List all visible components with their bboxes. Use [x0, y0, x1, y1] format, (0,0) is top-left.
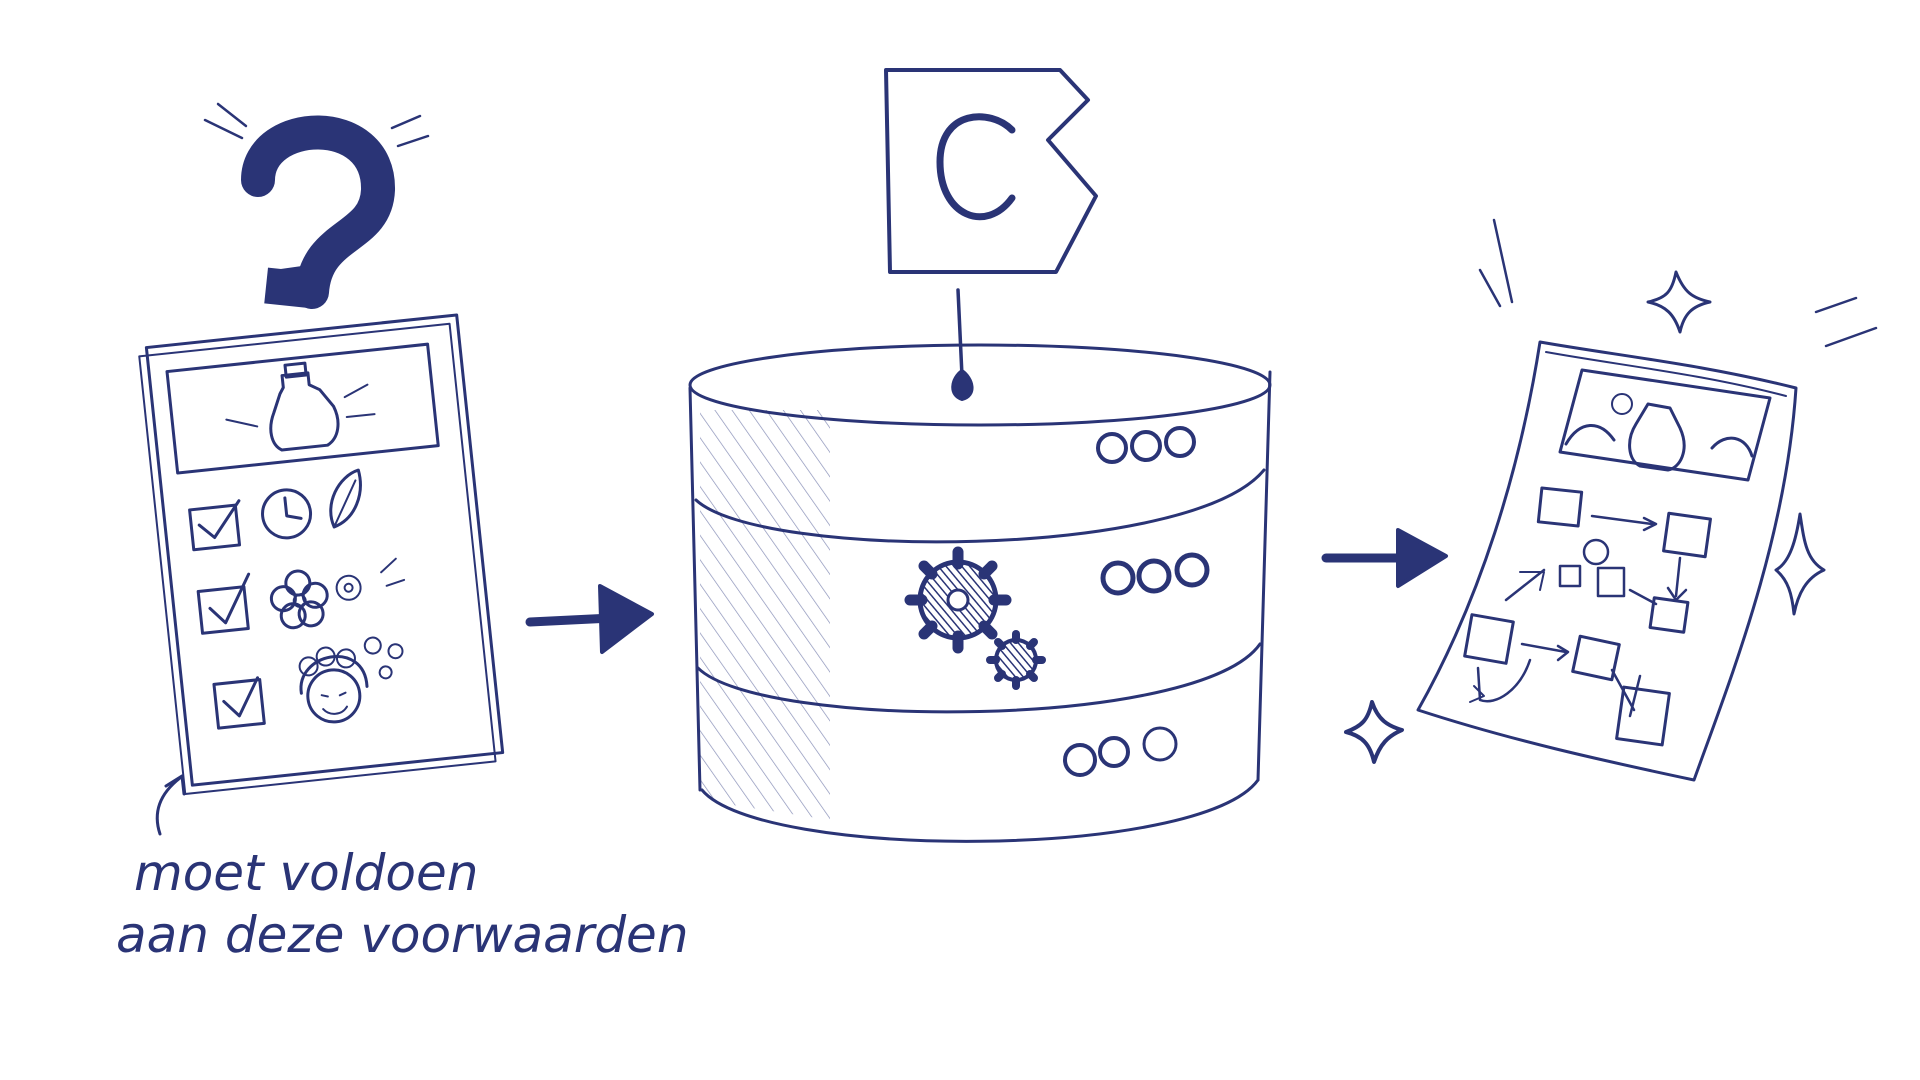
checkbox-icon [188, 503, 242, 552]
question-mark-icon [203, 102, 430, 309]
arrow-to-database [525, 584, 654, 654]
landscape-image-icon [1558, 368, 1772, 482]
database-cylinder-icon [688, 343, 1272, 843]
clock-icon [261, 488, 313, 540]
sparkle-icon [1344, 270, 1826, 764]
arrow-to-output [1321, 528, 1448, 588]
status-lights [1063, 426, 1210, 777]
leaf-icon [329, 468, 362, 529]
bottle-image-icon [165, 342, 440, 475]
person-washing-hair-icon [298, 636, 404, 724]
annotation-line-1: moet voldoen [134, 844, 478, 902]
flowchart-document-icon [1416, 340, 1798, 782]
checkbox-icon [212, 678, 266, 730]
flower-icon [269, 569, 362, 630]
emphasis-lines [1478, 218, 1878, 348]
annotation-arrow [155, 776, 182, 836]
gears-icon [904, 546, 1046, 690]
checkbox-icon [196, 585, 250, 635]
requirements-card [138, 313, 505, 795]
c-flag-icon [884, 68, 1098, 401]
annotation-line-2: aan deze voorwaarden [116, 906, 689, 964]
